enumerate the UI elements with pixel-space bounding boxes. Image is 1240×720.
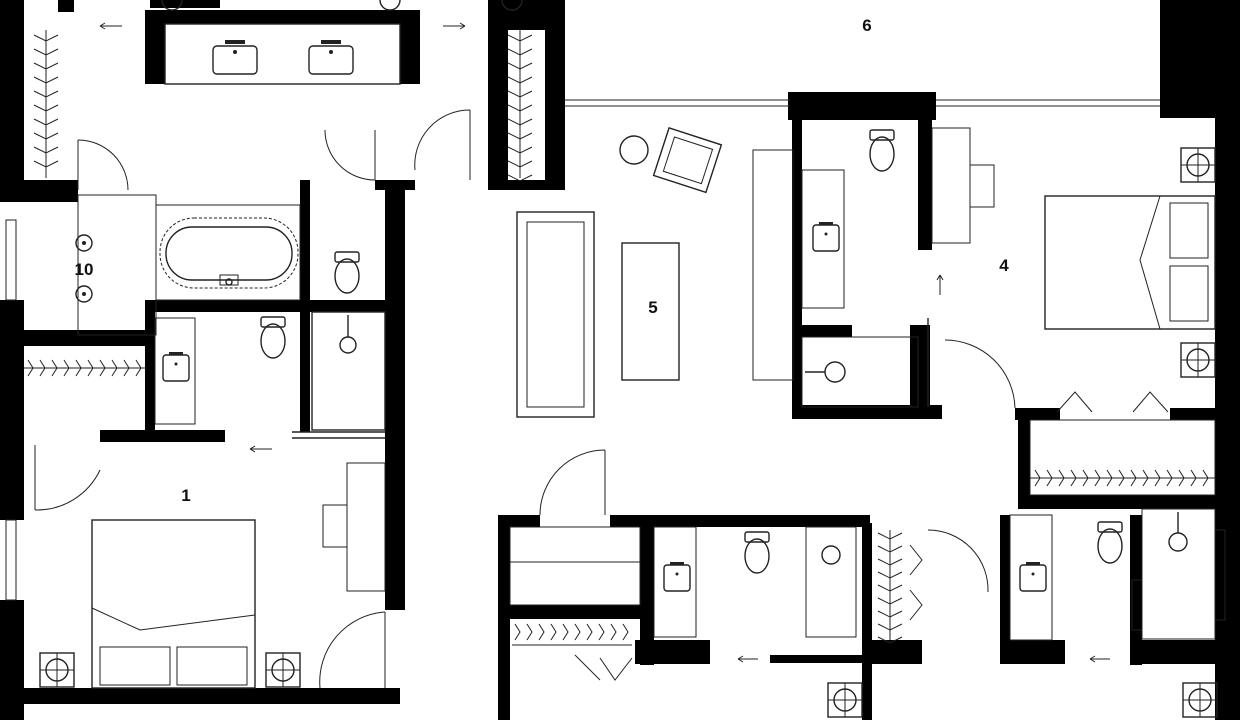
hanger-icon (39, 359, 46, 377)
hanger-icon (33, 160, 59, 168)
hanger-icon (33, 34, 59, 42)
hanger-icon (598, 623, 605, 641)
hanger-icon (507, 76, 533, 84)
hanger-icon (507, 132, 533, 140)
hanger-icon (877, 545, 903, 553)
hanger-icon (507, 62, 533, 70)
hanger-icon (1046, 469, 1053, 487)
hanger-icon (877, 597, 903, 605)
hanger-icon (33, 62, 59, 70)
hanger-icon (1202, 469, 1209, 487)
hanger-icon (507, 48, 533, 56)
hanger-icon (1166, 469, 1173, 487)
hanger-icon (877, 558, 903, 566)
hanger-icon (1094, 469, 1101, 487)
room-label-6: 6 (862, 16, 871, 35)
hanger-icon (507, 146, 533, 154)
hanger-icon (877, 610, 903, 618)
hanger-icon (51, 359, 58, 377)
hanger-icon (33, 48, 59, 56)
hanger-icon (1130, 469, 1137, 487)
hanger-icon (538, 623, 545, 641)
hanger-icon (33, 132, 59, 140)
hanger-icon (562, 623, 569, 641)
hanger-icon (1070, 469, 1077, 487)
hanger-icon (1034, 469, 1041, 487)
hanger-icon (574, 623, 581, 641)
hanger-icon (877, 636, 903, 644)
room-labels: 1 4 5 6 10 (75, 16, 1010, 505)
hanger-icon (1058, 469, 1065, 487)
hanger-icon (1178, 469, 1185, 487)
hanger-icon (507, 34, 533, 42)
sink-icon (212, 40, 354, 75)
hanger-icon (610, 623, 617, 641)
fixtures (5, 0, 1226, 718)
hanger-icon (514, 623, 521, 641)
hanger-icon (135, 359, 142, 377)
hanger-icon (507, 174, 533, 182)
hanger-icon (1190, 469, 1197, 487)
arrow-icon (99, 22, 466, 30)
hanger-icon (507, 90, 533, 98)
hanger-icon (877, 623, 903, 631)
room-label-4: 4 (999, 256, 1009, 275)
hanger-icon (63, 359, 70, 377)
hanger-icon (111, 359, 118, 377)
hanger-icon (877, 532, 903, 540)
hanger-icon (87, 359, 94, 377)
hanger-icon (877, 571, 903, 579)
room-label-5: 5 (648, 298, 657, 317)
hanger-icon (27, 359, 34, 377)
hanger-icon (877, 584, 903, 592)
room-label-10: 10 (75, 260, 94, 279)
hanger-icon (33, 118, 59, 126)
hanger-icon (1154, 469, 1161, 487)
hanger-icon (33, 90, 59, 98)
hanger-icon (33, 146, 59, 154)
room-label-1: 1 (181, 486, 190, 505)
closet-rail (45, 30, 521, 178)
hanger-icon (1142, 469, 1149, 487)
hanger-icon (123, 359, 130, 377)
hanger-icon (1106, 469, 1113, 487)
hanger-icon (507, 160, 533, 168)
hanger-icon (507, 104, 533, 112)
hanger-icon (622, 623, 629, 641)
hanger-icon (75, 359, 82, 377)
hanger-icon (526, 623, 533, 641)
hanger-icon (99, 359, 106, 377)
hanger-icon (586, 623, 593, 641)
hanger-icon (550, 623, 557, 641)
hanger-icon (1118, 469, 1125, 487)
hanger-icon (1082, 469, 1089, 487)
hanger-icon (33, 104, 59, 112)
hanger-icon (507, 118, 533, 126)
hanger-icon (33, 76, 59, 84)
